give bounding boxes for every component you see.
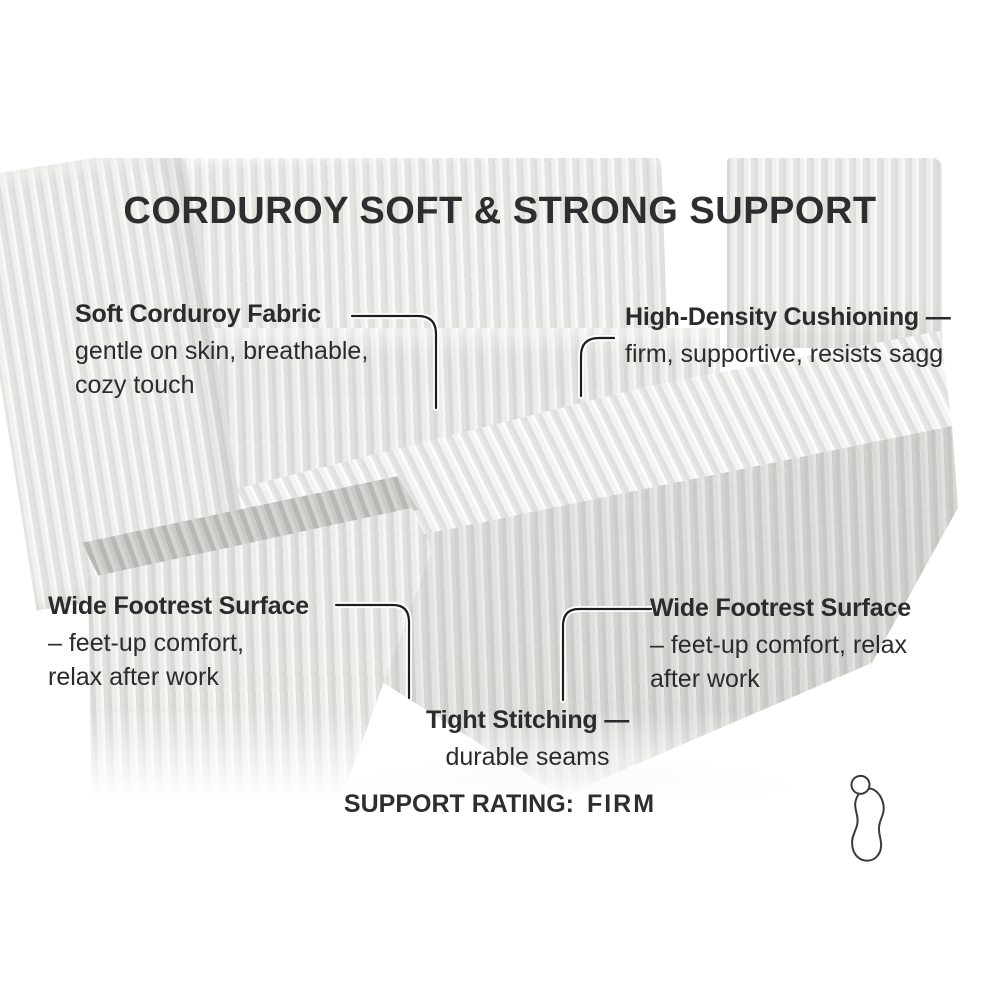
- callout-wide-footrest-right: Wide Footrest Surface – feet-up comfort,…: [650, 594, 911, 696]
- page-title: CORDUROY SOFT & STRONG SUPPORT: [123, 190, 877, 232]
- callout-high-density-cushioning: High-Density Cushioning — firm, supporti…: [625, 303, 951, 371]
- callout-line-footrest-right: [561, 607, 653, 702]
- callout-heading: Soft Corduroy Fabric: [75, 300, 322, 328]
- callout-body: durable seams: [445, 743, 610, 771]
- callout-heading: Tight Stitching —: [425, 706, 630, 734]
- callout-heading: Wide Footrest Surface: [650, 594, 911, 622]
- back-panel: [727, 158, 942, 348]
- support-rating-label: SUPPORT RATING:: [343, 790, 575, 818]
- callout-line-cushioning: [579, 336, 616, 398]
- callout-wide-footrest-left: Wide Footrest Surface – feet-up comfort,…: [48, 592, 309, 694]
- callout-heading: High-Density Cushioning —: [625, 303, 951, 331]
- callout-soft-corduroy-fabric: Soft Corduroy Fabric gentle on skin, bre…: [75, 300, 368, 402]
- callout-tight-stitching: Tight Stitching — durable seams: [420, 706, 635, 774]
- callout-line-fabric: [350, 314, 438, 410]
- support-rating-value: FIRM: [586, 790, 657, 818]
- callout-body: firm, supportive, resists sagg: [625, 340, 944, 368]
- support-rating: SUPPORT RATING: FIRM: [0, 790, 1000, 819]
- callout-line-footrest-left: [334, 603, 411, 700]
- callout-body: – feet-up comfort, relax after work: [650, 631, 908, 693]
- callout-heading: Wide Footrest Surface: [48, 592, 309, 620]
- callout-body: – feet-up comfort, relax after work: [48, 629, 244, 691]
- callout-body: gentle on skin, breathable, cozy touch: [75, 337, 369, 399]
- photo-bottom-fade: [0, 710, 1000, 818]
